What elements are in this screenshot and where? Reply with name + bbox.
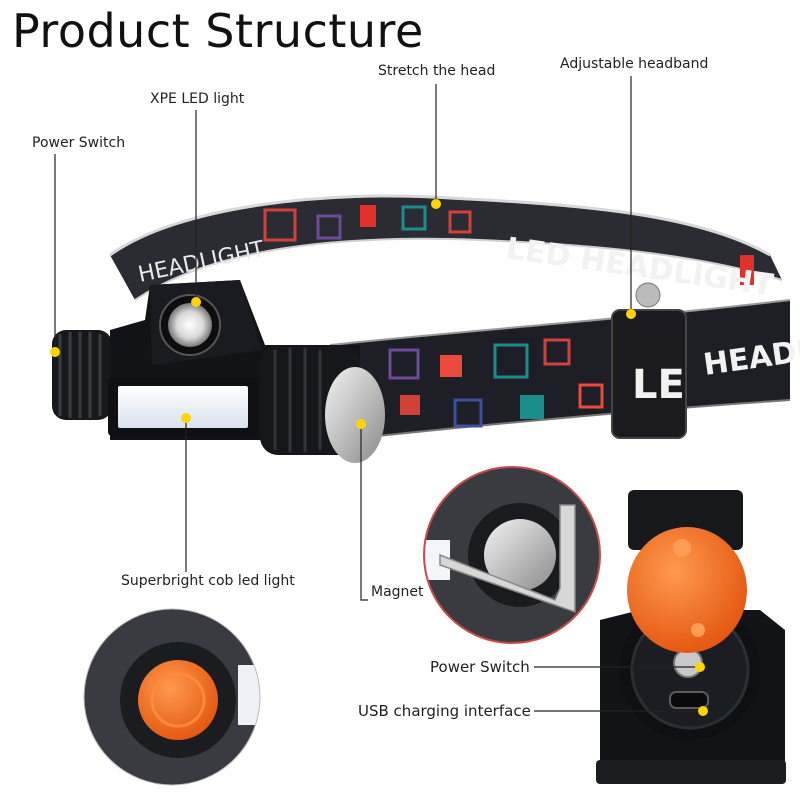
marker-magnet — [356, 419, 366, 429]
label-xpe-led: XPE LED light — [150, 91, 245, 107]
leader-lines — [54, 76, 703, 712]
cob-led-panel — [118, 386, 248, 428]
marker-usb — [698, 706, 708, 716]
buckle — [611, 309, 687, 439]
page-title: Product Structure — [12, 4, 424, 58]
marker-stretch — [431, 199, 441, 209]
marker-headband — [626, 309, 636, 319]
marker-power-top — [50, 347, 60, 357]
detail-orange-cap — [83, 608, 261, 786]
band-pattern — [263, 205, 754, 428]
label-adjustable-headband: Adjustable headband — [560, 56, 709, 72]
band-text-c: LE — [632, 362, 685, 408]
usb-port — [669, 691, 709, 709]
marker-cob — [181, 413, 191, 423]
label-magnet: Magnet — [371, 584, 424, 600]
detail-magnet — [423, 466, 601, 644]
headlamp-body — [52, 280, 385, 463]
label-power-switch-top: Power Switch — [32, 135, 126, 151]
marker-power-detail — [695, 662, 705, 672]
marker-xpe — [191, 297, 201, 307]
label-stretch-head: Stretch the head — [378, 63, 496, 79]
label-cob-led: Superbright cob led light — [121, 573, 295, 589]
callout-markers — [50, 199, 708, 716]
xpe-led-lens — [168, 303, 212, 347]
magnet-cap — [325, 367, 385, 463]
label-usb-interface: USB charging interface — [358, 702, 531, 720]
orange-cap — [627, 527, 747, 653]
label-power-switch-detail: Power Switch — [430, 658, 530, 676]
detail-usb-side — [596, 490, 786, 784]
